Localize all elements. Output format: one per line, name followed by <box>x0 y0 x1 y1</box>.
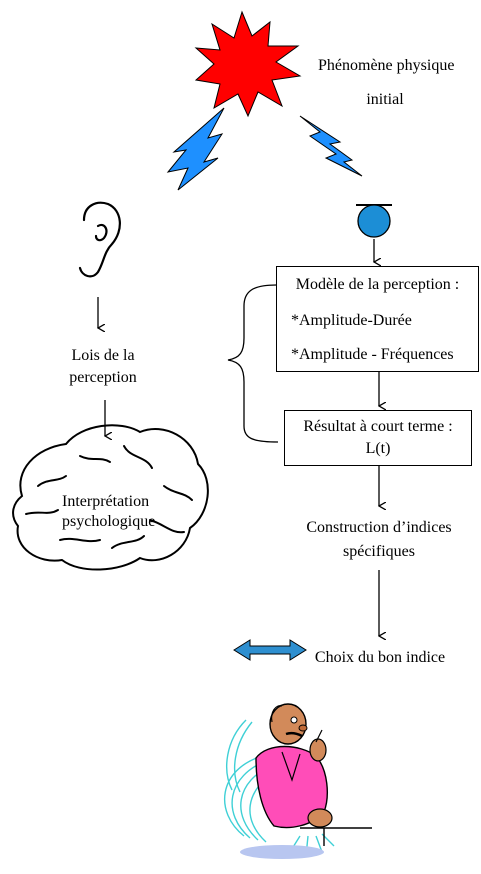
lightning-icon <box>299 115 363 177</box>
perception-model-item2: *Amplitude - Fréquences <box>291 346 454 363</box>
ear-icon <box>78 201 121 278</box>
indices-construction-line2: spécifiques <box>343 543 415 560</box>
short-term-result-title: Résultat à court terme : <box>303 418 453 435</box>
thinking-man-icon <box>223 703 372 859</box>
best-index-choice: Choix du bon indice <box>314 649 446 666</box>
indices-construction-line1: Construction d’indices <box>306 519 452 536</box>
lightning-icon <box>166 107 225 191</box>
perception-laws-line1: Lois de la <box>71 347 135 364</box>
curly-brace <box>227 284 279 443</box>
perception-model-item1: *Amplitude-Durée <box>291 312 412 329</box>
phenomenon-label-line1: Phénomène physique <box>318 57 455 74</box>
microphone-icon <box>356 204 392 238</box>
perception-model-title: Modèle de la perception : <box>295 276 460 293</box>
short-term-result-box: Résultat à court terme : L(t) <box>284 410 472 466</box>
phenomenon-label-line2: initial <box>366 91 404 108</box>
interpretation-line2: psychologique <box>62 513 156 530</box>
double-arrow-icon <box>233 639 307 661</box>
brain-icon <box>12 424 209 571</box>
short-term-result-formula: L(t) <box>365 440 391 457</box>
explosion-icon <box>194 10 302 118</box>
perception-model-box: Modèle de la perception : *Amplitude-Dur… <box>276 266 479 372</box>
interpretation-line1: Interprétation <box>62 493 150 510</box>
perception-laws-line2: perception <box>69 369 137 386</box>
